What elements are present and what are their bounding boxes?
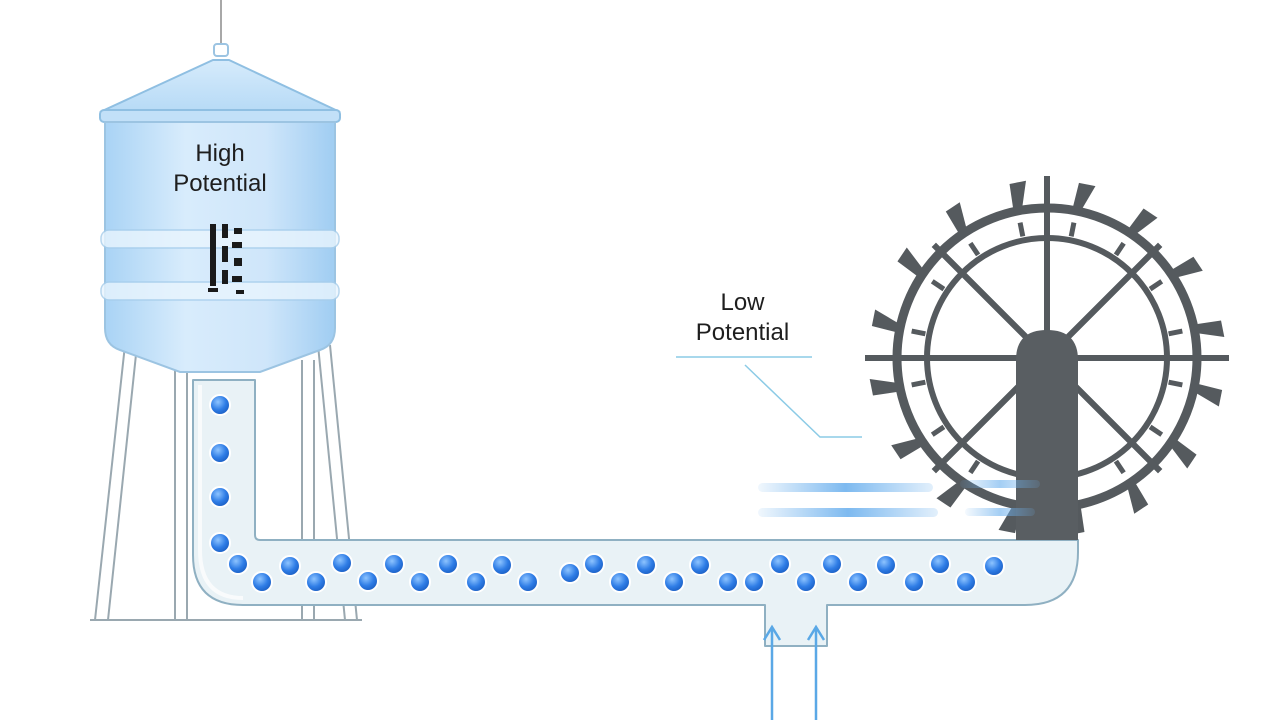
tank-glyph-mark: [208, 224, 244, 294]
wheel-paddle: [897, 247, 925, 279]
low-potential-leader: [676, 356, 862, 438]
water-wheel-icon: [865, 176, 1229, 540]
wheel-rim-tick: [930, 424, 946, 437]
water-particle-icon: [717, 571, 739, 593]
wheel-paddle: [1009, 180, 1027, 212]
wheel-rim-tick: [911, 328, 926, 337]
water-particle-icon: [559, 562, 581, 584]
water-particle-icon: [491, 554, 513, 576]
water-particle-icon: [955, 571, 977, 593]
water-particle-icon: [251, 571, 273, 593]
low-potential-line1: Low: [720, 289, 765, 316]
tower-roof: [99, 59, 341, 113]
water-particle-icon: [769, 553, 791, 575]
water-particle-icon: [635, 554, 657, 576]
high-potential-line1: High: [195, 140, 245, 167]
water-particle-icon: [517, 571, 539, 593]
wheel-paddle: [869, 378, 901, 396]
wheel-rim-tick: [1168, 328, 1183, 337]
wheel-rim-tick: [911, 379, 926, 388]
wheel-rim-tick: [1113, 459, 1126, 475]
water-particle-icon: [609, 571, 631, 593]
wheel-rim-tick: [1068, 222, 1077, 237]
low-potential-label: Low Potential: [660, 288, 825, 348]
water-particle-icon: [409, 571, 431, 593]
water-particle-icon: [437, 553, 459, 575]
wheel-rim-tick: [968, 241, 981, 257]
water-particle-icon: [465, 571, 487, 593]
water-particle-icon: [795, 571, 817, 593]
water-particle-icon: [663, 571, 685, 593]
water-particle-icon: [821, 553, 843, 575]
water-particle-icon: [583, 553, 605, 575]
wheel-paddle: [871, 309, 901, 333]
wheel-rim-tick: [1017, 222, 1026, 237]
wheel-paddle: [1193, 320, 1225, 338]
wheel-paddle: [1169, 437, 1197, 469]
water-particles: [209, 394, 1005, 593]
wheel-rim-tick: [1148, 279, 1164, 292]
water-particle-icon: [305, 571, 327, 593]
tower-roof-rim: [99, 109, 341, 123]
water-particle-icon: [875, 554, 897, 576]
water-particle-icon: [983, 555, 1005, 577]
water-particle-icon: [227, 553, 249, 575]
wheel-paddle: [1126, 208, 1158, 236]
wheel-rim-tick: [968, 459, 981, 475]
tower-rings: [100, 229, 340, 301]
water-particle-icon: [357, 570, 379, 592]
tower-finial: [213, 43, 229, 57]
water-particle-icon: [903, 571, 925, 593]
high-potential-line2: Potential: [173, 170, 267, 197]
high-potential-label: High Potential: [140, 139, 300, 199]
water-particle-icon: [209, 394, 231, 416]
wheel-paddle: [891, 437, 925, 460]
water-particle-icon: [847, 571, 869, 593]
wheel-paddle: [1169, 256, 1203, 279]
water-particle-icon: [209, 532, 231, 554]
wheel-paddle: [945, 202, 968, 236]
wheel-rim-tick: [930, 279, 946, 292]
wheel-rim-tick: [1148, 424, 1164, 437]
wheel-paddle: [1072, 182, 1096, 212]
water-particle-icon: [279, 555, 301, 577]
water-particle-icon: [209, 486, 231, 508]
water-tower-icon: [90, 0, 362, 621]
pipe-highlight: [198, 385, 244, 600]
wheel-paddle: [936, 480, 968, 508]
wheel-paddle: [1126, 480, 1149, 514]
water-particle-icon: [743, 571, 765, 593]
water-particle-icon: [929, 553, 951, 575]
water-particle-icon: [383, 553, 405, 575]
wheel-paddle: [1193, 383, 1223, 407]
flow-streaks: [758, 480, 1040, 517]
wheel-rim-tick: [1113, 241, 1126, 257]
water-particle-icon: [689, 554, 711, 576]
water-particle-icon: [209, 442, 231, 464]
up-arrow-icon: [762, 624, 826, 720]
wheel-rim-tick: [1168, 379, 1183, 388]
water-particle-icon: [331, 552, 353, 574]
low-potential-line2: Potential: [695, 319, 790, 346]
